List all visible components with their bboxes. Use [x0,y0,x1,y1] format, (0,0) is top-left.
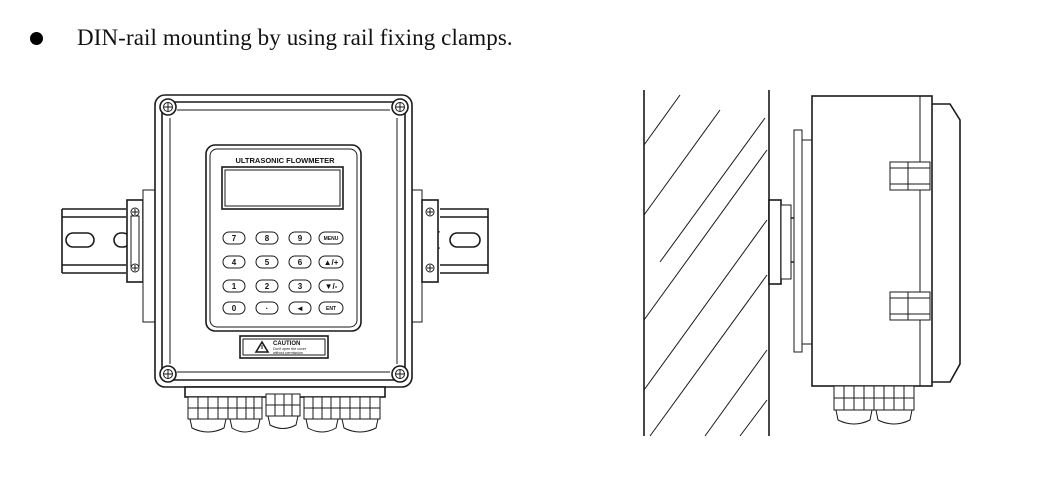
svg-text:4: 4 [232,258,237,267]
warning-triangle-icon [254,340,270,353]
key: ◄ [288,301,312,315]
keypad: 7 8 9 MENU 4 5 6 ▲/+ 1 2 3 ▼/- 0 · ◄ ENT [222,231,344,315]
front-view-drawing: ULTRASONIC FLOWMETER 7 8 9 MENU 4 5 6 ▲/… [61,94,489,433]
lcd-display [221,166,344,210]
svg-text:7: 7 [232,234,237,243]
rail-clamp-right [409,189,439,323]
bullet-text: DIN-rail mounting by using rail fixing c… [77,25,513,50]
svg-text:3: 3 [298,282,303,291]
caution-title: CAUTION [273,341,300,347]
enclosure-inner [161,101,406,381]
key: MENU [318,231,344,245]
rail-clamp-left [126,189,156,323]
svg-text:6: 6 [298,258,303,267]
svg-text:1: 1 [232,282,237,291]
svg-text:5: 5 [265,258,270,267]
svg-text:▲/+: ▲/+ [324,258,339,267]
corner-screws [159,98,409,383]
bullet-item: DIN-rail mounting by using rail fixing c… [30,18,513,58]
side-view-drawing [643,90,961,437]
svg-text:9: 9 [298,234,303,243]
cable-glands-front [184,386,386,433]
key: 7 [222,231,246,245]
key: ▲/+ [318,255,344,269]
rail-profile-side [768,129,813,353]
din-rail-left [61,208,131,274]
svg-text:8: 8 [265,234,270,243]
svg-text:◄: ◄ [296,304,304,313]
svg-text:ENT: ENT [326,306,336,312]
key: 1 [222,279,246,293]
svg-text:0: 0 [232,304,237,313]
key: · [255,301,279,315]
cable-glands-side [833,385,915,425]
svg-text:▼/-: ▼/- [325,282,338,291]
panel-title: ULTRASONIC FLOWMETER [235,156,335,165]
svg-text:2: 2 [265,282,270,291]
bullet-dot-icon [30,31,43,45]
svg-text:MENU: MENU [324,236,339,242]
caution-text-1: Don't open the cover [273,347,307,351]
key: 3 [288,279,312,293]
caution-text-2: without permission [273,351,303,355]
device-side-body [811,95,961,387]
key: ▼/- [318,279,344,293]
caution-label: CAUTION Don't open the cover without per… [239,335,329,359]
wall-hatch [643,90,770,437]
key: 9 [288,231,312,245]
key: 0 [222,301,246,315]
key: 4 [222,255,246,269]
key: 2 [255,279,279,293]
key: ENT [318,301,344,315]
key: 8 [255,231,279,245]
key: 6 [288,255,312,269]
svg-text:·: · [266,304,269,313]
key: 5 [255,255,279,269]
